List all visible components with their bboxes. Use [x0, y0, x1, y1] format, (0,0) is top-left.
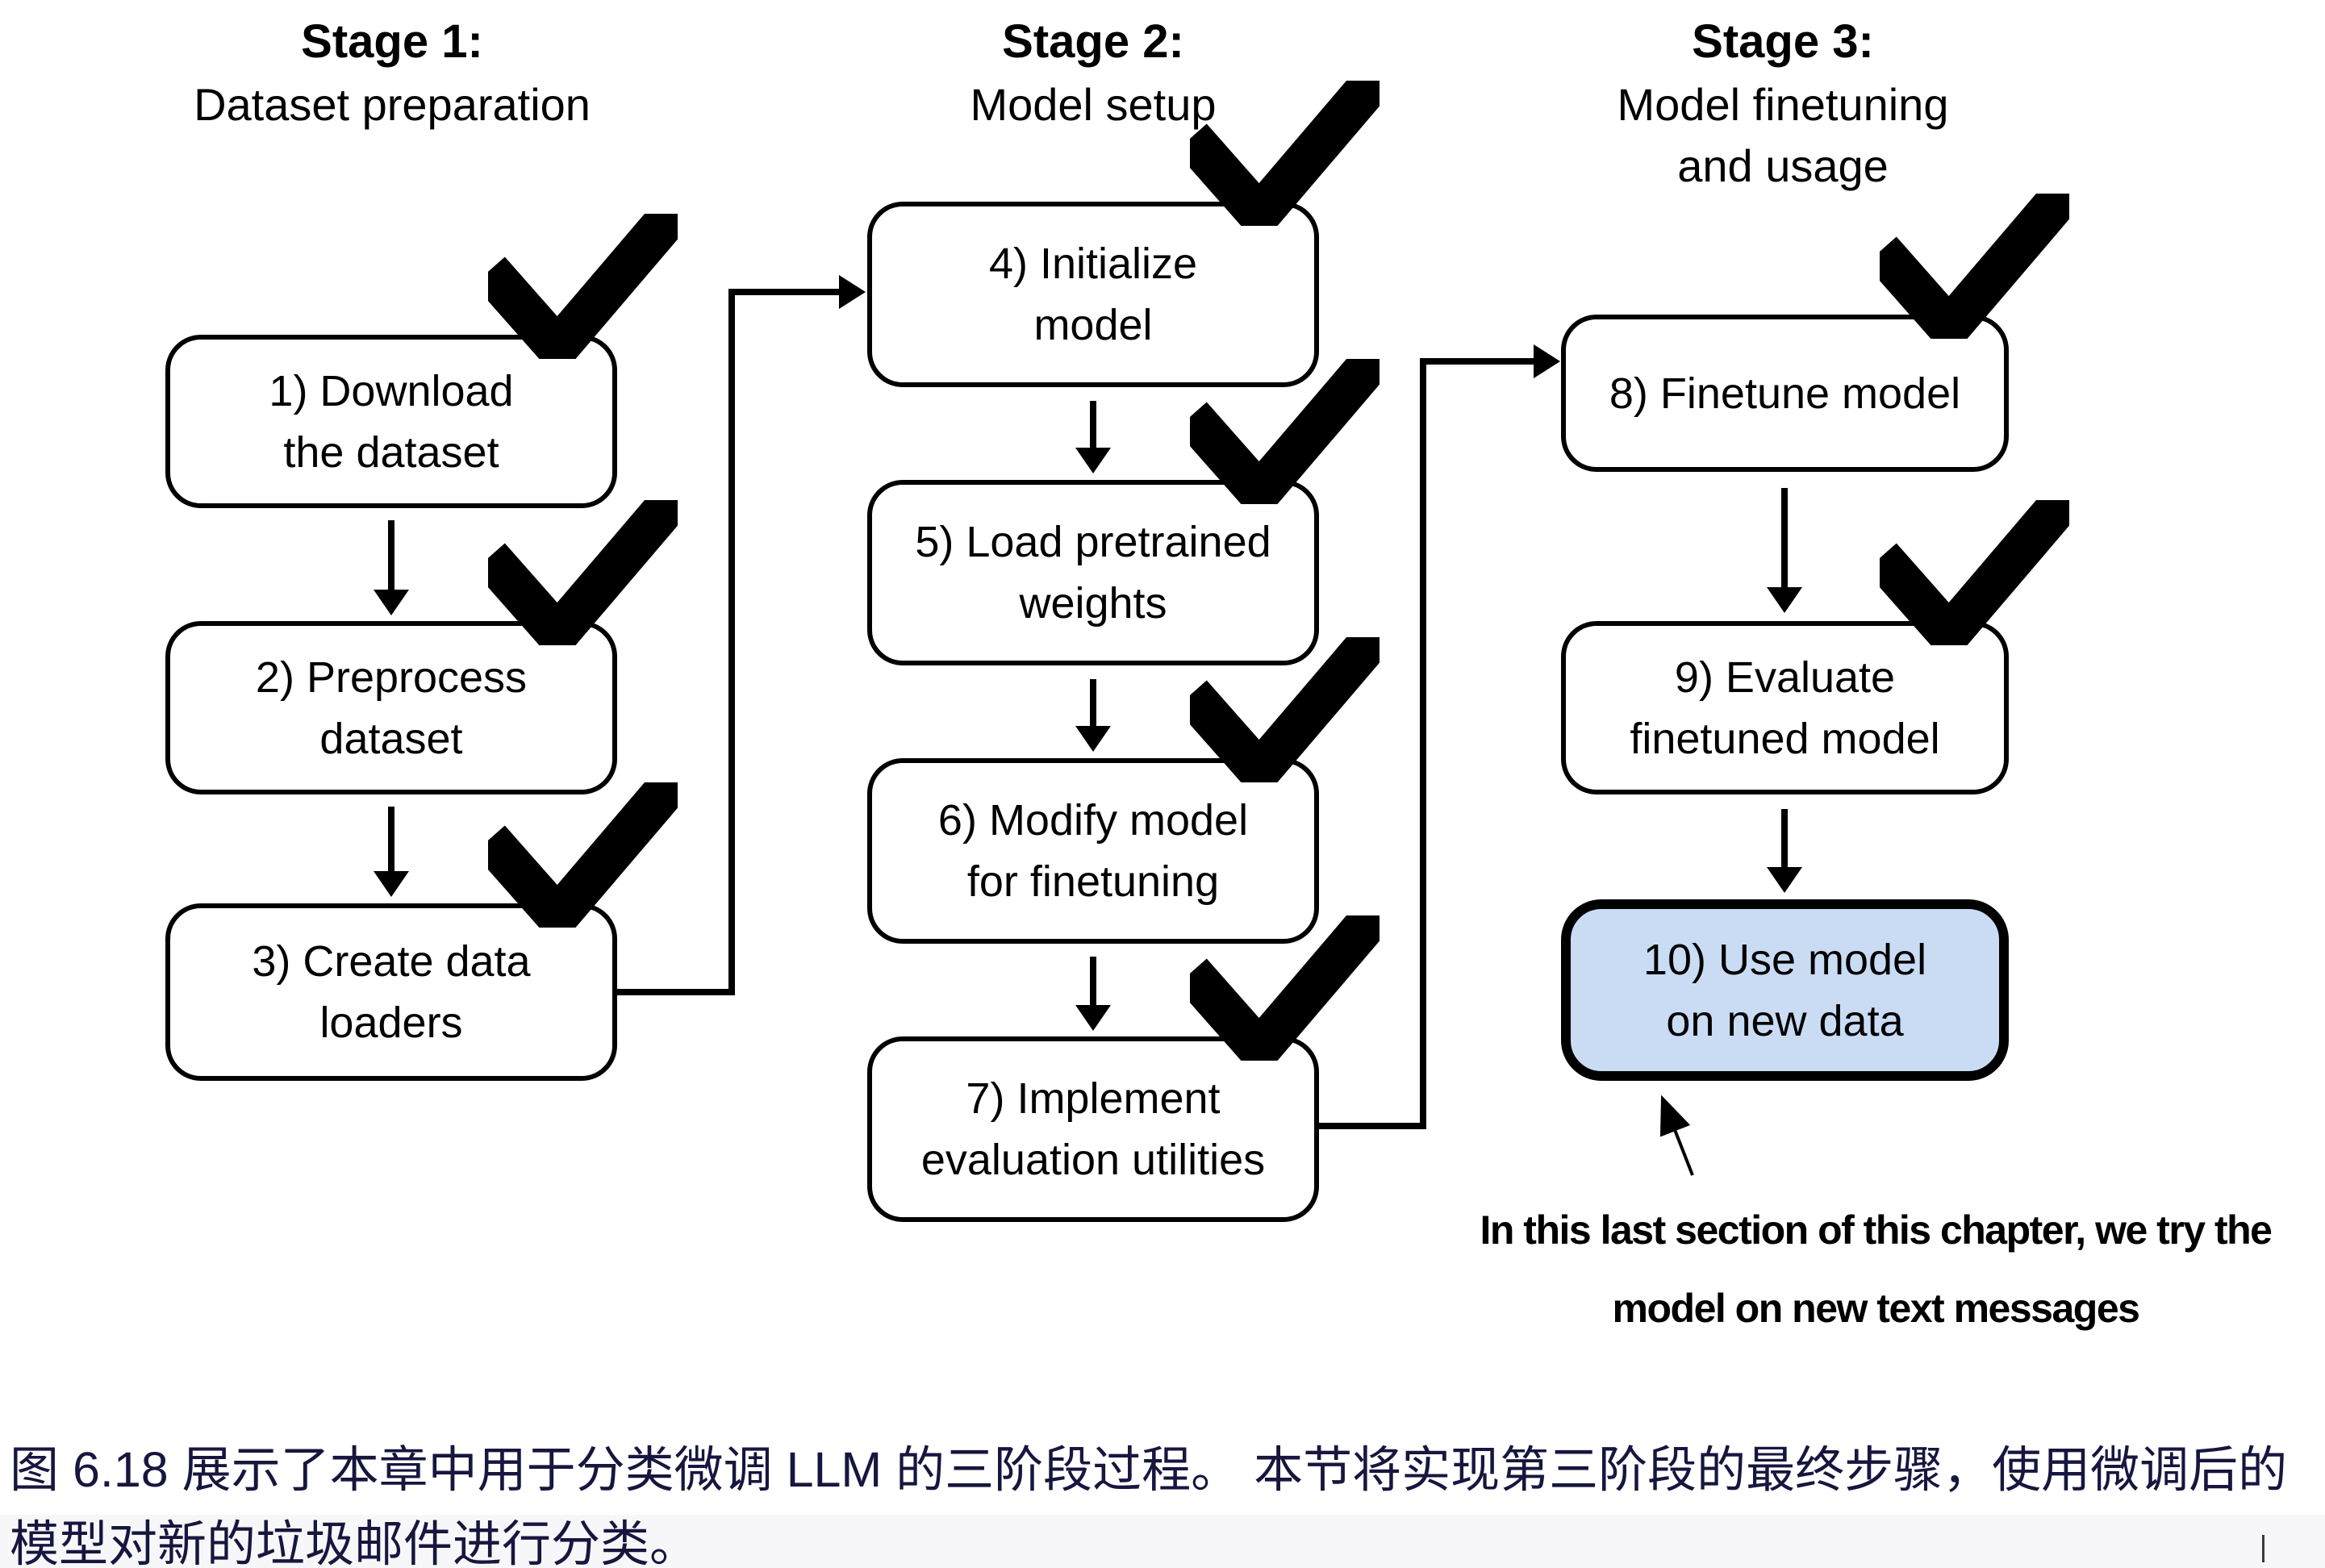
step-box-9: 9) Evaluate finetuned model — [1561, 621, 2009, 794]
checkmark-icon — [488, 500, 678, 645]
annotation-arrow-icon — [1659, 1095, 1694, 1176]
checkmark-icon — [1880, 194, 2069, 339]
step-box-7: 7) Implement evaluation utilities — [867, 1036, 1319, 1222]
page-bottom-strip — [0, 1515, 2325, 1568]
checkmark-icon — [1880, 500, 2069, 645]
arrow-right-icon — [1534, 344, 1560, 378]
arrow-down-icon — [1075, 401, 1111, 473]
arrow-down-icon — [1075, 957, 1111, 1031]
checkmark-icon — [1190, 637, 1380, 782]
step-box-6: 6) Modify model for finetuning — [867, 758, 1319, 944]
caption-line-1: 图 6.18 展示了本章中用于分类微调 LLM 的三阶段过程。 本节将实现第三阶… — [10, 1442, 2288, 1497]
connector-stage1-to-stage2 — [616, 989, 735, 995]
connector-stage2-to-stage3 — [1420, 358, 1536, 365]
stage1-header: Stage 1: Dataset preparation — [126, 10, 658, 136]
step-box-2: 2) Preprocess dataset — [165, 621, 617, 794]
arrow-down-icon — [1075, 679, 1111, 752]
stage3-title: Stage 3: — [1692, 15, 1874, 68]
figure-caption: 图 6.18 展示了本章中用于分类微调 LLM 的三阶段过程。 本节将实现第三阶… — [10, 1432, 2322, 1568]
arrow-down-icon — [374, 807, 409, 897]
arrow-down-icon — [374, 520, 409, 615]
stage3-header: Stage 3: Model finetuning and usage — [1517, 10, 2049, 197]
step-box-1: 1) Download the dataset — [165, 335, 617, 508]
connector-stage2-to-stage3 — [1317, 1123, 1426, 1129]
stage3-subtitle: Model finetuning and usage — [1617, 79, 1949, 191]
checkmark-icon — [1190, 81, 1380, 226]
caption-line-2: 模型对新的垃圾邮件进行分类。 — [10, 1516, 699, 1568]
connector-stage1-to-stage2 — [728, 289, 841, 295]
checkmark-icon — [1190, 359, 1380, 504]
arrow-down-icon — [1767, 488, 1802, 613]
step-box-3: 3) Create data loaders — [165, 903, 617, 1081]
stage2-title: Stage 2: — [1002, 15, 1184, 68]
annotation-text: In this last section of this chapter, we… — [1480, 1207, 2273, 1331]
connector-stage2-to-stage3 — [1420, 358, 1426, 1129]
arrow-down-icon — [1767, 809, 1802, 893]
stage2-header: Stage 2: Model setup — [827, 10, 1359, 136]
text-cursor — [2262, 1535, 2264, 1562]
step-box-8: 8) Finetune model — [1561, 315, 2009, 472]
checkmark-icon — [1190, 915, 1380, 1061]
arrow-right-icon — [839, 275, 866, 309]
connector-stage1-to-stage2 — [728, 289, 735, 995]
checkmark-icon — [488, 782, 678, 928]
step-box-5: 5) Load pretrained weights — [867, 480, 1319, 665]
checkmark-icon — [488, 214, 678, 359]
step-box-10: 10) Use model on new data — [1561, 899, 2009, 1081]
step-box-4: 4) Initialize model — [867, 202, 1319, 387]
stage1-subtitle: Dataset preparation — [194, 79, 591, 130]
stage2-subtitle: Model setup — [970, 79, 1217, 130]
stage1-title: Stage 1: — [301, 15, 483, 68]
